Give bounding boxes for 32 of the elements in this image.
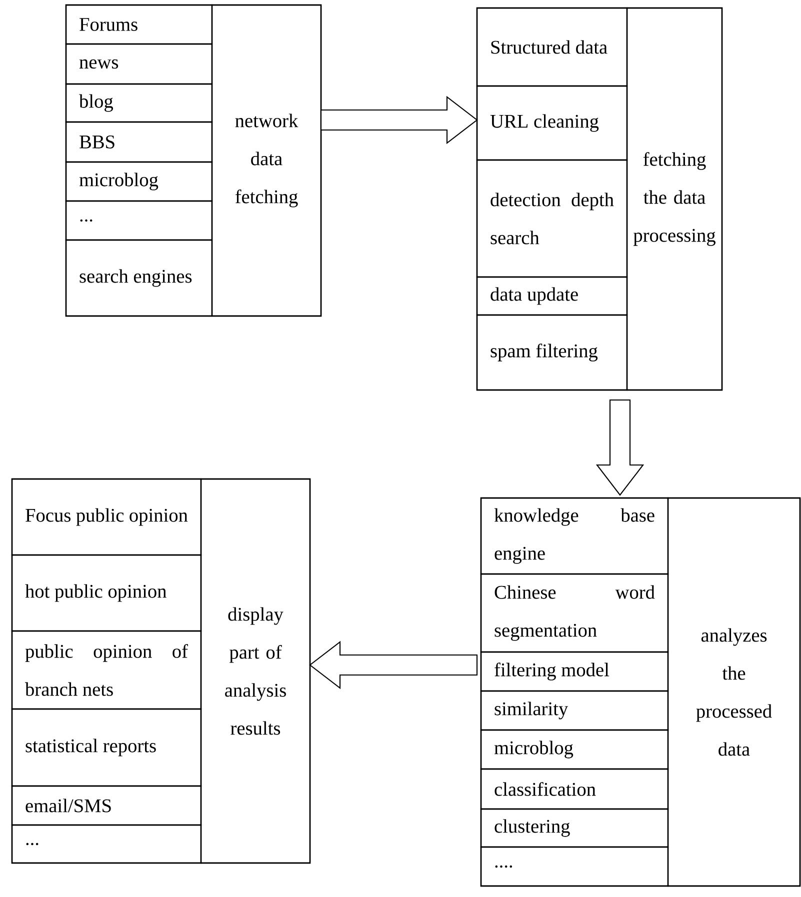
- table-cell: URL cleaning: [476, 85, 628, 161]
- table-cell: spam filtering: [476, 314, 628, 391]
- table-heading-cell: network data fetching: [211, 4, 322, 317]
- table-heading-cell: display part of analysis results: [200, 478, 311, 864]
- table-cell: email/SMS: [11, 785, 202, 826]
- table-cell: ...: [11, 824, 202, 864]
- block-arrow: [596, 399, 644, 496]
- block-arrow: [309, 640, 478, 690]
- table-cell: data update: [476, 276, 628, 316]
- table-cell: ....: [480, 846, 669, 887]
- table-cell: hot public opinion: [11, 554, 202, 632]
- table-cell: Structured data: [476, 7, 628, 87]
- table-cell: microblog: [65, 161, 213, 202]
- table-cell: Forums: [65, 4, 213, 45]
- table-cell: microblog: [480, 729, 669, 770]
- table-cell: news: [65, 43, 213, 85]
- table-heading-cell: fetching the data processing: [626, 7, 723, 391]
- table-cell: statistical reports: [11, 708, 202, 787]
- table-cell: similarity: [480, 690, 669, 731]
- table-cell: BBS: [65, 121, 213, 163]
- block-arrow: [320, 96, 478, 144]
- table-cell: public opinion of branch nets: [11, 630, 202, 710]
- table-cell: knowledge base engine: [480, 497, 669, 575]
- table-cell: filtering model: [480, 651, 669, 692]
- table-cell: search engines: [65, 239, 213, 317]
- table-cell: classification: [480, 768, 669, 810]
- table-cell: ...: [65, 200, 213, 241]
- table-cell: clustering: [480, 808, 669, 848]
- table-heading-cell: analyzes the processed data: [667, 497, 801, 887]
- table-cell: blog: [65, 83, 213, 123]
- table-cell: detection depth search: [476, 159, 628, 278]
- table-cell: Focus public opinion: [11, 478, 202, 556]
